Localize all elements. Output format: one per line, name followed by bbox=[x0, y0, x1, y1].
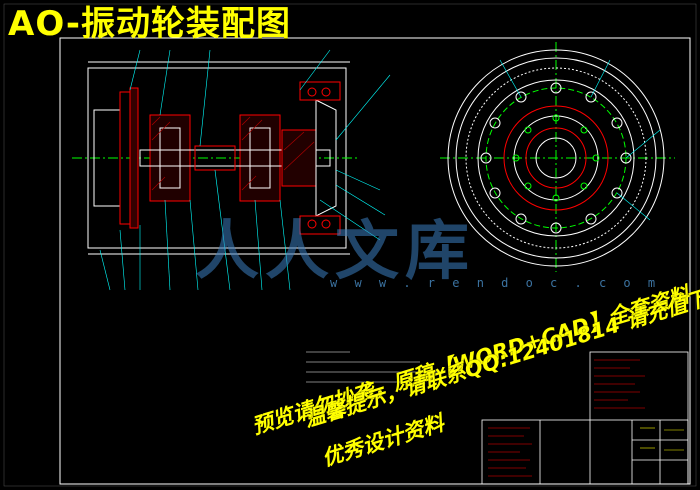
title-block bbox=[481, 351, 689, 485]
drawing-frame bbox=[59, 37, 691, 485]
notes-block bbox=[306, 351, 440, 383]
outer-frame bbox=[3, 3, 697, 487]
section-view bbox=[72, 49, 391, 291]
end-view bbox=[440, 42, 675, 272]
watermark-site: w w w . r e n d o c . c o m bbox=[330, 276, 661, 290]
watermark-logo: 人人文库 bbox=[195, 214, 475, 289]
bolt-holes bbox=[480, 82, 632, 234]
drawing-title: AO-振动轮装配图 bbox=[8, 4, 291, 44]
inner-bolts bbox=[512, 114, 600, 202]
